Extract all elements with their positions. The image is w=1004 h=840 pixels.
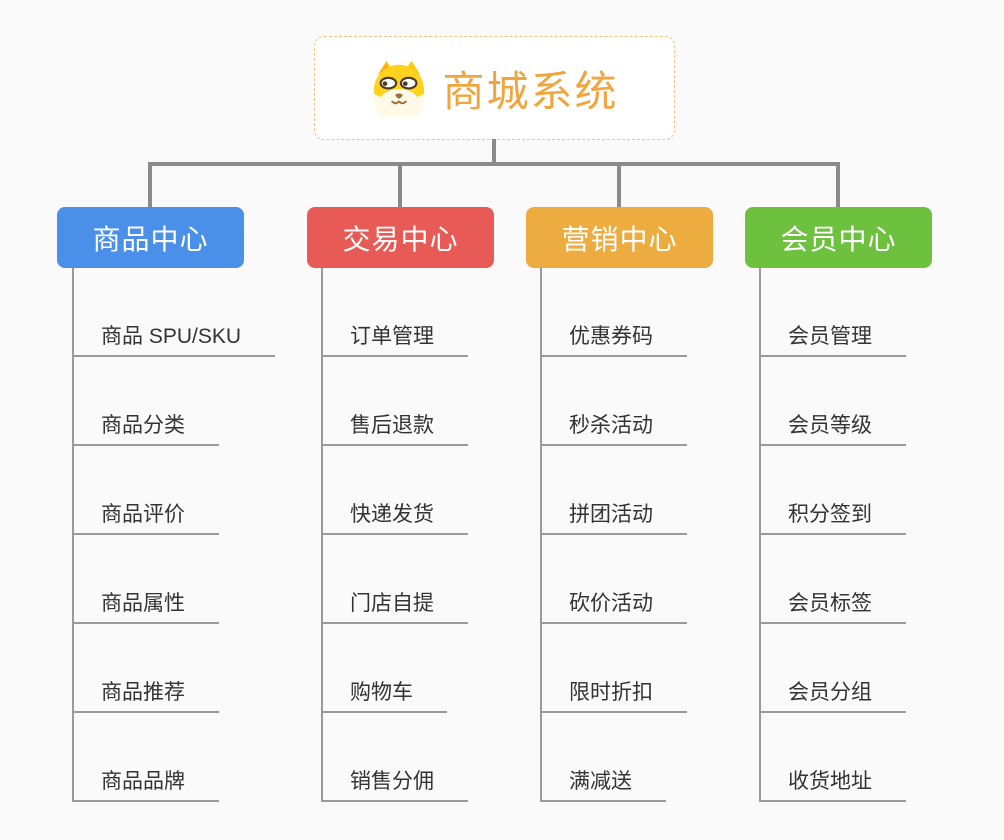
root-title: 商城系统 (442, 67, 619, 115)
children-member-center: 会员管理 会员等级 积分签到 会员标签 会员分组 收货地址 (759, 268, 906, 802)
drop-connector-marketing (617, 162, 621, 208)
leaf-node[interactable]: 订单管理 (323, 324, 468, 357)
branch-node-marketing-center[interactable]: 营销中心 (526, 207, 713, 268)
drop-connector-trade (398, 162, 402, 208)
leaf-node[interactable]: 销售分佣 (323, 769, 468, 802)
drop-connector-member (836, 162, 840, 208)
leaf-node[interactable]: 商品品牌 (74, 769, 219, 802)
branch-label: 交易中心 (342, 223, 459, 255)
drop-connector-product (148, 162, 152, 208)
children-marketing-center: 优惠券码 秒杀活动 拼团活动 砍价活动 限时折扣 满减送 (540, 268, 687, 802)
leaf-node[interactable]: 砍价活动 (542, 591, 687, 624)
branch-label: 商品中心 (92, 223, 209, 255)
leaf-node[interactable]: 门店自提 (323, 591, 468, 624)
children-product-center: 商品 SPU/SKU 商品分类 商品评价 商品属性 商品推荐 商品品牌 (72, 268, 276, 802)
dog-face-icon (374, 60, 425, 117)
branch-node-product-center[interactable]: 商品中心 (57, 207, 244, 268)
leaf-node[interactable]: 拼团活动 (542, 502, 687, 535)
leaf-node[interactable]: 商品推荐 (74, 680, 219, 713)
root-node-mall-system[interactable]: 商城系统 (314, 36, 675, 140)
leaf-node[interactable]: 快递发货 (323, 502, 468, 535)
branch-bus-connector (148, 162, 840, 166)
leaf-node[interactable]: 满减送 (542, 769, 666, 802)
branch-node-trade-center[interactable]: 交易中心 (307, 207, 494, 268)
branch-node-member-center[interactable]: 会员中心 (745, 207, 932, 268)
branch-label: 营销中心 (561, 223, 678, 255)
leaf-node[interactable]: 优惠券码 (542, 324, 687, 357)
leaf-node[interactable]: 商品属性 (74, 591, 219, 624)
leaf-node[interactable]: 秒杀活动 (542, 413, 687, 446)
leaf-node[interactable]: 商品 SPU/SKU (74, 324, 276, 357)
children-trade-center: 订单管理 售后退款 快递发货 门店自提 购物车 销售分佣 (321, 268, 468, 802)
leaf-node[interactable]: 商品评价 (74, 502, 219, 535)
leaf-node[interactable]: 会员等级 (761, 413, 906, 446)
leaf-node[interactable]: 收货地址 (761, 769, 906, 802)
leaf-node[interactable]: 购物车 (323, 680, 447, 713)
root-stem-connector (492, 139, 496, 165)
leaf-node[interactable]: 积分签到 (761, 502, 906, 535)
leaf-node[interactable]: 会员分组 (761, 680, 906, 713)
leaf-node[interactable]: 售后退款 (323, 413, 468, 446)
branch-label: 会员中心 (780, 223, 897, 255)
leaf-node[interactable]: 商品分类 (74, 413, 219, 446)
leaf-node[interactable]: 限时折扣 (542, 680, 687, 713)
leaf-node[interactable]: 会员管理 (761, 324, 906, 357)
leaf-node[interactable]: 会员标签 (761, 591, 906, 624)
